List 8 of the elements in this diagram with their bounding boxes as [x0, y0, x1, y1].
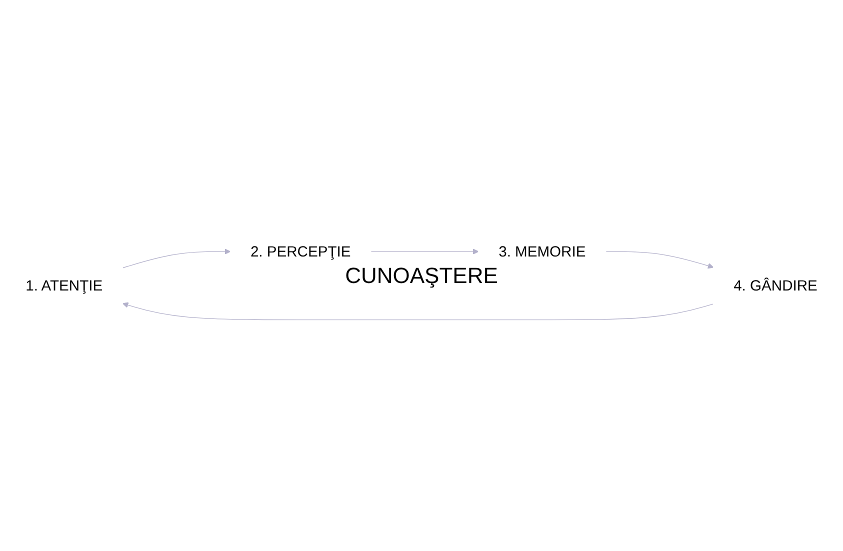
node-text: 2. PERCEPŢIE: [250, 244, 351, 260]
arrow: [606, 252, 714, 270]
node-text: 4. GÂNDIRE: [734, 278, 818, 294]
arrow: [370, 249, 479, 255]
node-text: 1. ATENŢIE: [26, 278, 103, 294]
arrow: [122, 249, 231, 269]
arrow: [122, 302, 714, 321]
node-text: 3. MEMORIE: [498, 244, 586, 260]
